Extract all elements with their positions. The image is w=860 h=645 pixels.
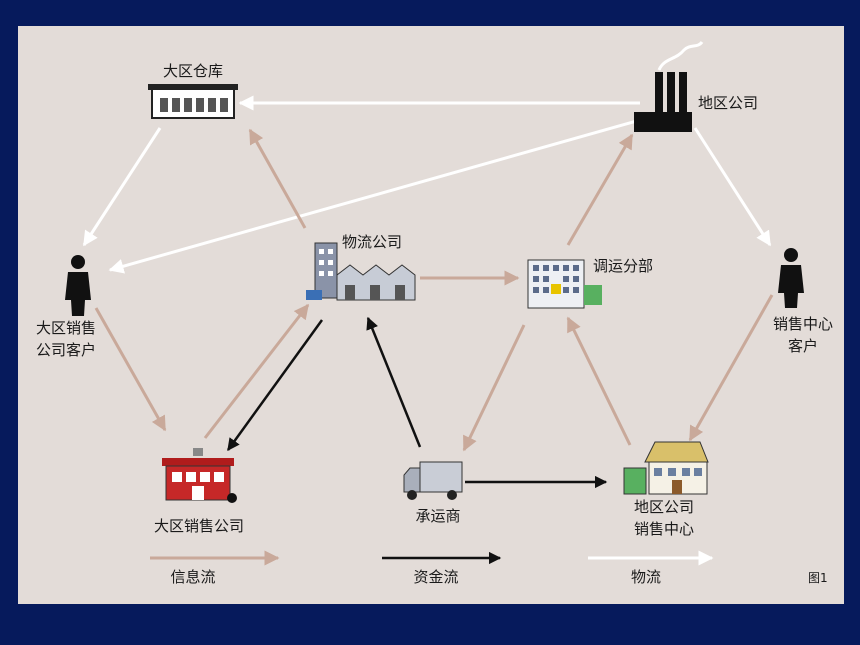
arrow-logistics-to-sales-company	[226, 319, 324, 452]
logistics-company-icon	[306, 242, 416, 301]
arrow-carrier-to-logistics	[366, 316, 422, 448]
dispatch-building-icon	[527, 259, 602, 309]
warehouse-icon	[148, 84, 238, 119]
label-dispatch-branch: 调运分部	[593, 257, 653, 275]
arrow-logistics-to-warehouse	[248, 128, 307, 229]
label-center-customer-line1: 销售中心	[773, 315, 833, 333]
info-flow-arrows	[94, 128, 774, 452]
label-carrier: 承运商	[415, 507, 460, 525]
label-center-customer-line2: 客户	[788, 337, 818, 355]
label-regional-customer-line1: 大区销售	[36, 319, 96, 337]
label-regional-customer-line2: 公司客户	[36, 341, 96, 359]
logistics-flow-arrows	[82, 95, 772, 274]
truck-icon	[403, 461, 463, 500]
arrow-dispatch-to-company	[566, 133, 634, 246]
arrow-company-to-center-customer	[693, 127, 772, 247]
arrow-sales-company-to-logistics	[203, 303, 310, 439]
label-regional-warehouse: 大区仓库	[163, 62, 223, 80]
legend-capital-label: 资金流	[413, 568, 458, 586]
arrow-company-to-regional-customer	[108, 118, 641, 274]
person-icon-regional-customer	[65, 255, 91, 316]
arrow-regional-customer-to-sales-company	[94, 307, 167, 432]
label-sales-center-line1: 地区公司	[634, 498, 694, 516]
person-icon-center-customer	[778, 248, 804, 308]
arrow-warehouse-to-regional-customer	[82, 127, 162, 247]
arrow-sales-center-to-dispatch	[566, 316, 632, 446]
label-regional-company: 地区公司	[698, 94, 758, 112]
house-icon	[623, 441, 709, 495]
label-logistics-company: 物流公司	[342, 233, 402, 251]
capital-flow-arrows	[226, 316, 608, 489]
arrow-dispatch-to-carrier	[462, 324, 526, 452]
label-sales-center-line2: 销售中心	[634, 520, 694, 538]
legend-logistics-label: 物流	[631, 568, 661, 586]
diagram-panel	[18, 26, 844, 604]
legend-info-label: 信息流	[170, 568, 215, 586]
store-icon	[162, 448, 237, 503]
legend: 信息流 资金流 物流	[150, 550, 714, 586]
arrow-center-customer-to-sales-center	[688, 294, 774, 442]
figure-label: 图1	[808, 571, 828, 585]
label-regional-sales-company: 大区销售公司	[154, 517, 244, 535]
factory-icon	[634, 41, 704, 132]
